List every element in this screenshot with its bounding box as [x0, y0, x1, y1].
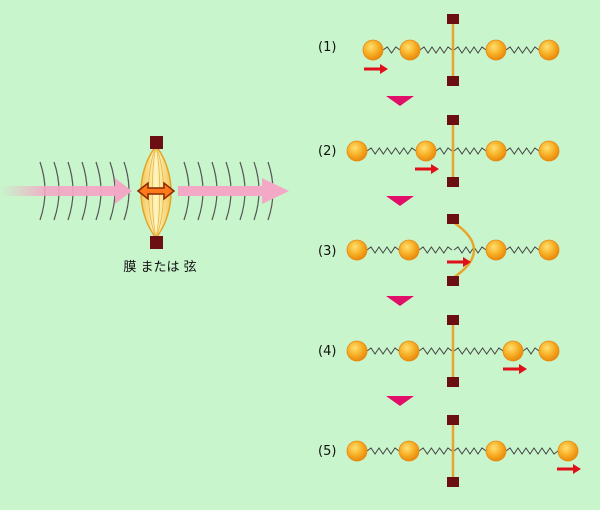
spring-icon — [366, 347, 400, 355]
anchor-icon — [447, 377, 459, 387]
push-arrow-icon — [557, 464, 581, 474]
spring-icon — [382, 46, 401, 54]
spring-icon — [435, 147, 453, 155]
step-down-arrows — [386, 96, 414, 406]
spring-icon — [418, 447, 453, 455]
spring-icon — [419, 46, 453, 54]
anchor-icon — [447, 177, 459, 187]
step-2 — [346, 115, 560, 187]
anchor-icon — [447, 14, 459, 24]
spring-icon — [453, 147, 487, 155]
step-label-1: (1) — [318, 40, 337, 55]
ball-icon — [346, 140, 368, 162]
spring-icon — [522, 347, 540, 355]
step-label-3: (3) — [318, 244, 337, 259]
push-arrow-icon — [503, 364, 527, 374]
anchor-icon — [447, 115, 459, 125]
anchor-icon — [447, 214, 459, 224]
ball-icon — [538, 140, 560, 162]
ball-icon — [538, 239, 560, 261]
spring-icon — [366, 147, 417, 155]
spring-icon — [366, 447, 400, 455]
spring-icon — [453, 46, 487, 54]
membrane-top-anchor — [150, 136, 163, 149]
step-label-4: (4) — [318, 344, 337, 359]
step-1 — [362, 14, 560, 86]
membrane-label: 膜 または 弦 — [123, 260, 197, 275]
outgoing-flow-arrow — [178, 178, 289, 204]
step-down-triangle-icon — [386, 196, 414, 206]
ball-icon — [399, 39, 421, 61]
membrane-group — [0, 136, 289, 249]
spring-icon — [505, 246, 540, 254]
step-4 — [346, 315, 560, 387]
ball-icon — [398, 239, 420, 261]
anchor-icon — [447, 315, 459, 325]
ball-icon — [362, 39, 384, 61]
spring-icon — [453, 347, 504, 355]
anchor-icon — [447, 76, 459, 86]
membrane-bottom-anchor — [150, 236, 163, 249]
ball-icon — [398, 440, 420, 462]
push-arrow-icon — [364, 64, 388, 74]
ball-icon — [502, 340, 524, 362]
ball-icon — [346, 239, 368, 261]
anchor-icon — [447, 276, 459, 286]
push-arrow-icon — [415, 164, 439, 174]
spring-icon — [366, 246, 400, 254]
bent-rod-icon — [452, 220, 476, 280]
anchor-icon — [447, 415, 459, 425]
spring-icon — [505, 447, 559, 455]
spring-icon — [453, 447, 487, 455]
spring-icon — [505, 147, 540, 155]
spring-icon — [418, 347, 453, 355]
step-5 — [346, 415, 581, 487]
step-down-triangle-icon — [386, 296, 414, 306]
spring-icon — [418, 246, 453, 254]
ball-icon — [485, 239, 507, 261]
ball-icon — [398, 340, 420, 362]
spring-icon — [505, 46, 540, 54]
ball-icon — [346, 440, 368, 462]
step-down-triangle-icon — [386, 96, 414, 106]
step-label-2: (2) — [318, 144, 337, 159]
push-arrow-icon — [447, 257, 471, 267]
ball-icon — [485, 440, 507, 462]
ball-icon — [346, 340, 368, 362]
ball-icon — [415, 140, 437, 162]
ball-icon — [557, 440, 579, 462]
ball-icon — [538, 340, 560, 362]
incoming-flow-arrow — [0, 178, 132, 204]
step-down-triangle-icon — [386, 396, 414, 406]
anchor-icon — [447, 477, 459, 487]
step-label-5: (5) — [318, 444, 337, 459]
vibration-double-arrow — [136, 181, 176, 201]
ball-icon — [485, 140, 507, 162]
spring-icon — [453, 246, 487, 254]
step-3 — [346, 214, 560, 286]
step-sequence — [346, 14, 581, 487]
ball-icon — [538, 39, 560, 61]
ball-icon — [485, 39, 507, 61]
